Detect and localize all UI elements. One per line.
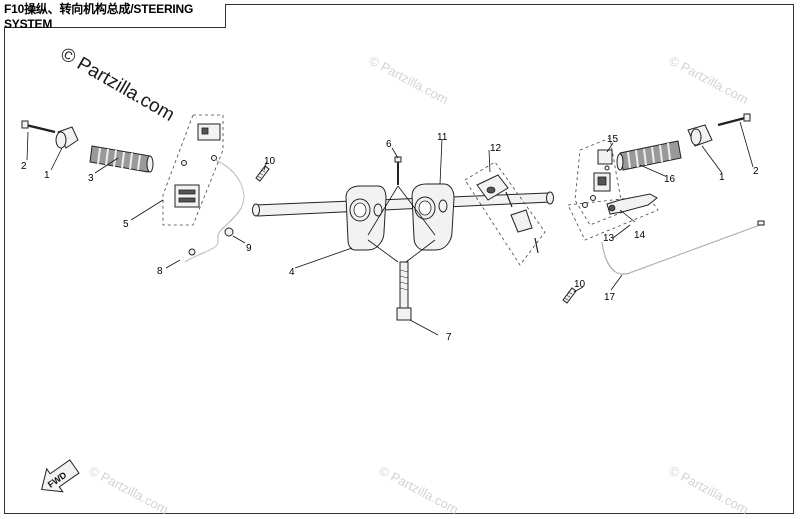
bar-end-cap-left bbox=[55, 126, 79, 149]
switch-housing-right bbox=[464, 161, 546, 266]
callout-2-left: 2 bbox=[21, 161, 27, 172]
watermark-text: © Partzilla.com bbox=[87, 463, 171, 517]
throttle-housing-right bbox=[574, 137, 624, 226]
handlebar bbox=[252, 191, 554, 217]
watermark-text: © Partzilla.com bbox=[377, 463, 461, 517]
grip-right bbox=[616, 140, 682, 171]
clamp-bolt-top bbox=[394, 156, 402, 185]
callout-11: 11 bbox=[437, 132, 448, 143]
callout-14: 14 bbox=[634, 230, 646, 241]
callout-16: 16 bbox=[664, 174, 676, 185]
watermark-text: © Partzilla.com bbox=[667, 463, 751, 517]
clamp-upper-right bbox=[411, 183, 455, 251]
callout-5: 5 bbox=[123, 219, 129, 230]
callout-7: 7 bbox=[446, 332, 452, 343]
switch-assembly-left bbox=[162, 114, 224, 226]
bar-end-bolt-right bbox=[717, 113, 751, 127]
callout-12: 12 bbox=[490, 143, 502, 154]
throttle-cable bbox=[601, 220, 765, 275]
callout-13: 13 bbox=[603, 233, 615, 244]
bar-end-bolt-left bbox=[21, 120, 56, 134]
watermark-text: © Partzilla.com bbox=[367, 53, 451, 107]
diagram-frame bbox=[4, 4, 794, 514]
bar-end-cap-right bbox=[687, 124, 713, 147]
clamp-lower-left bbox=[345, 185, 387, 251]
fwd-arrow-icon: FWD bbox=[40, 459, 80, 493]
callout-1-right: 1 bbox=[719, 172, 725, 183]
callout-9: 9 bbox=[246, 243, 252, 254]
diagram-title: F10操纵、转向机构总成/STEERING SYSTEM bbox=[4, 2, 226, 31]
callout-2-right: 2 bbox=[753, 166, 759, 177]
brake-lever-assembly bbox=[567, 193, 659, 241]
callout-3: 3 bbox=[88, 173, 94, 184]
callout-1-left: 1 bbox=[44, 170, 50, 181]
callout-4: 4 bbox=[289, 267, 295, 278]
watermark-main: © Partzilla.com bbox=[57, 44, 178, 126]
watermark-text: © Partzilla.com bbox=[667, 53, 751, 107]
grip-left bbox=[89, 145, 154, 173]
bolt-left bbox=[255, 165, 270, 182]
callout-6: 6 bbox=[386, 139, 392, 150]
callout-17: 17 bbox=[604, 292, 616, 303]
clamp-bolt-bottom bbox=[396, 261, 412, 321]
callout-10-right: 10 bbox=[574, 279, 586, 290]
callout-15: 15 bbox=[607, 134, 619, 145]
callout-8: 8 bbox=[157, 266, 163, 277]
bolt-right bbox=[562, 287, 577, 304]
callout-10-left: 10 bbox=[264, 156, 276, 167]
cable-left bbox=[184, 159, 245, 263]
